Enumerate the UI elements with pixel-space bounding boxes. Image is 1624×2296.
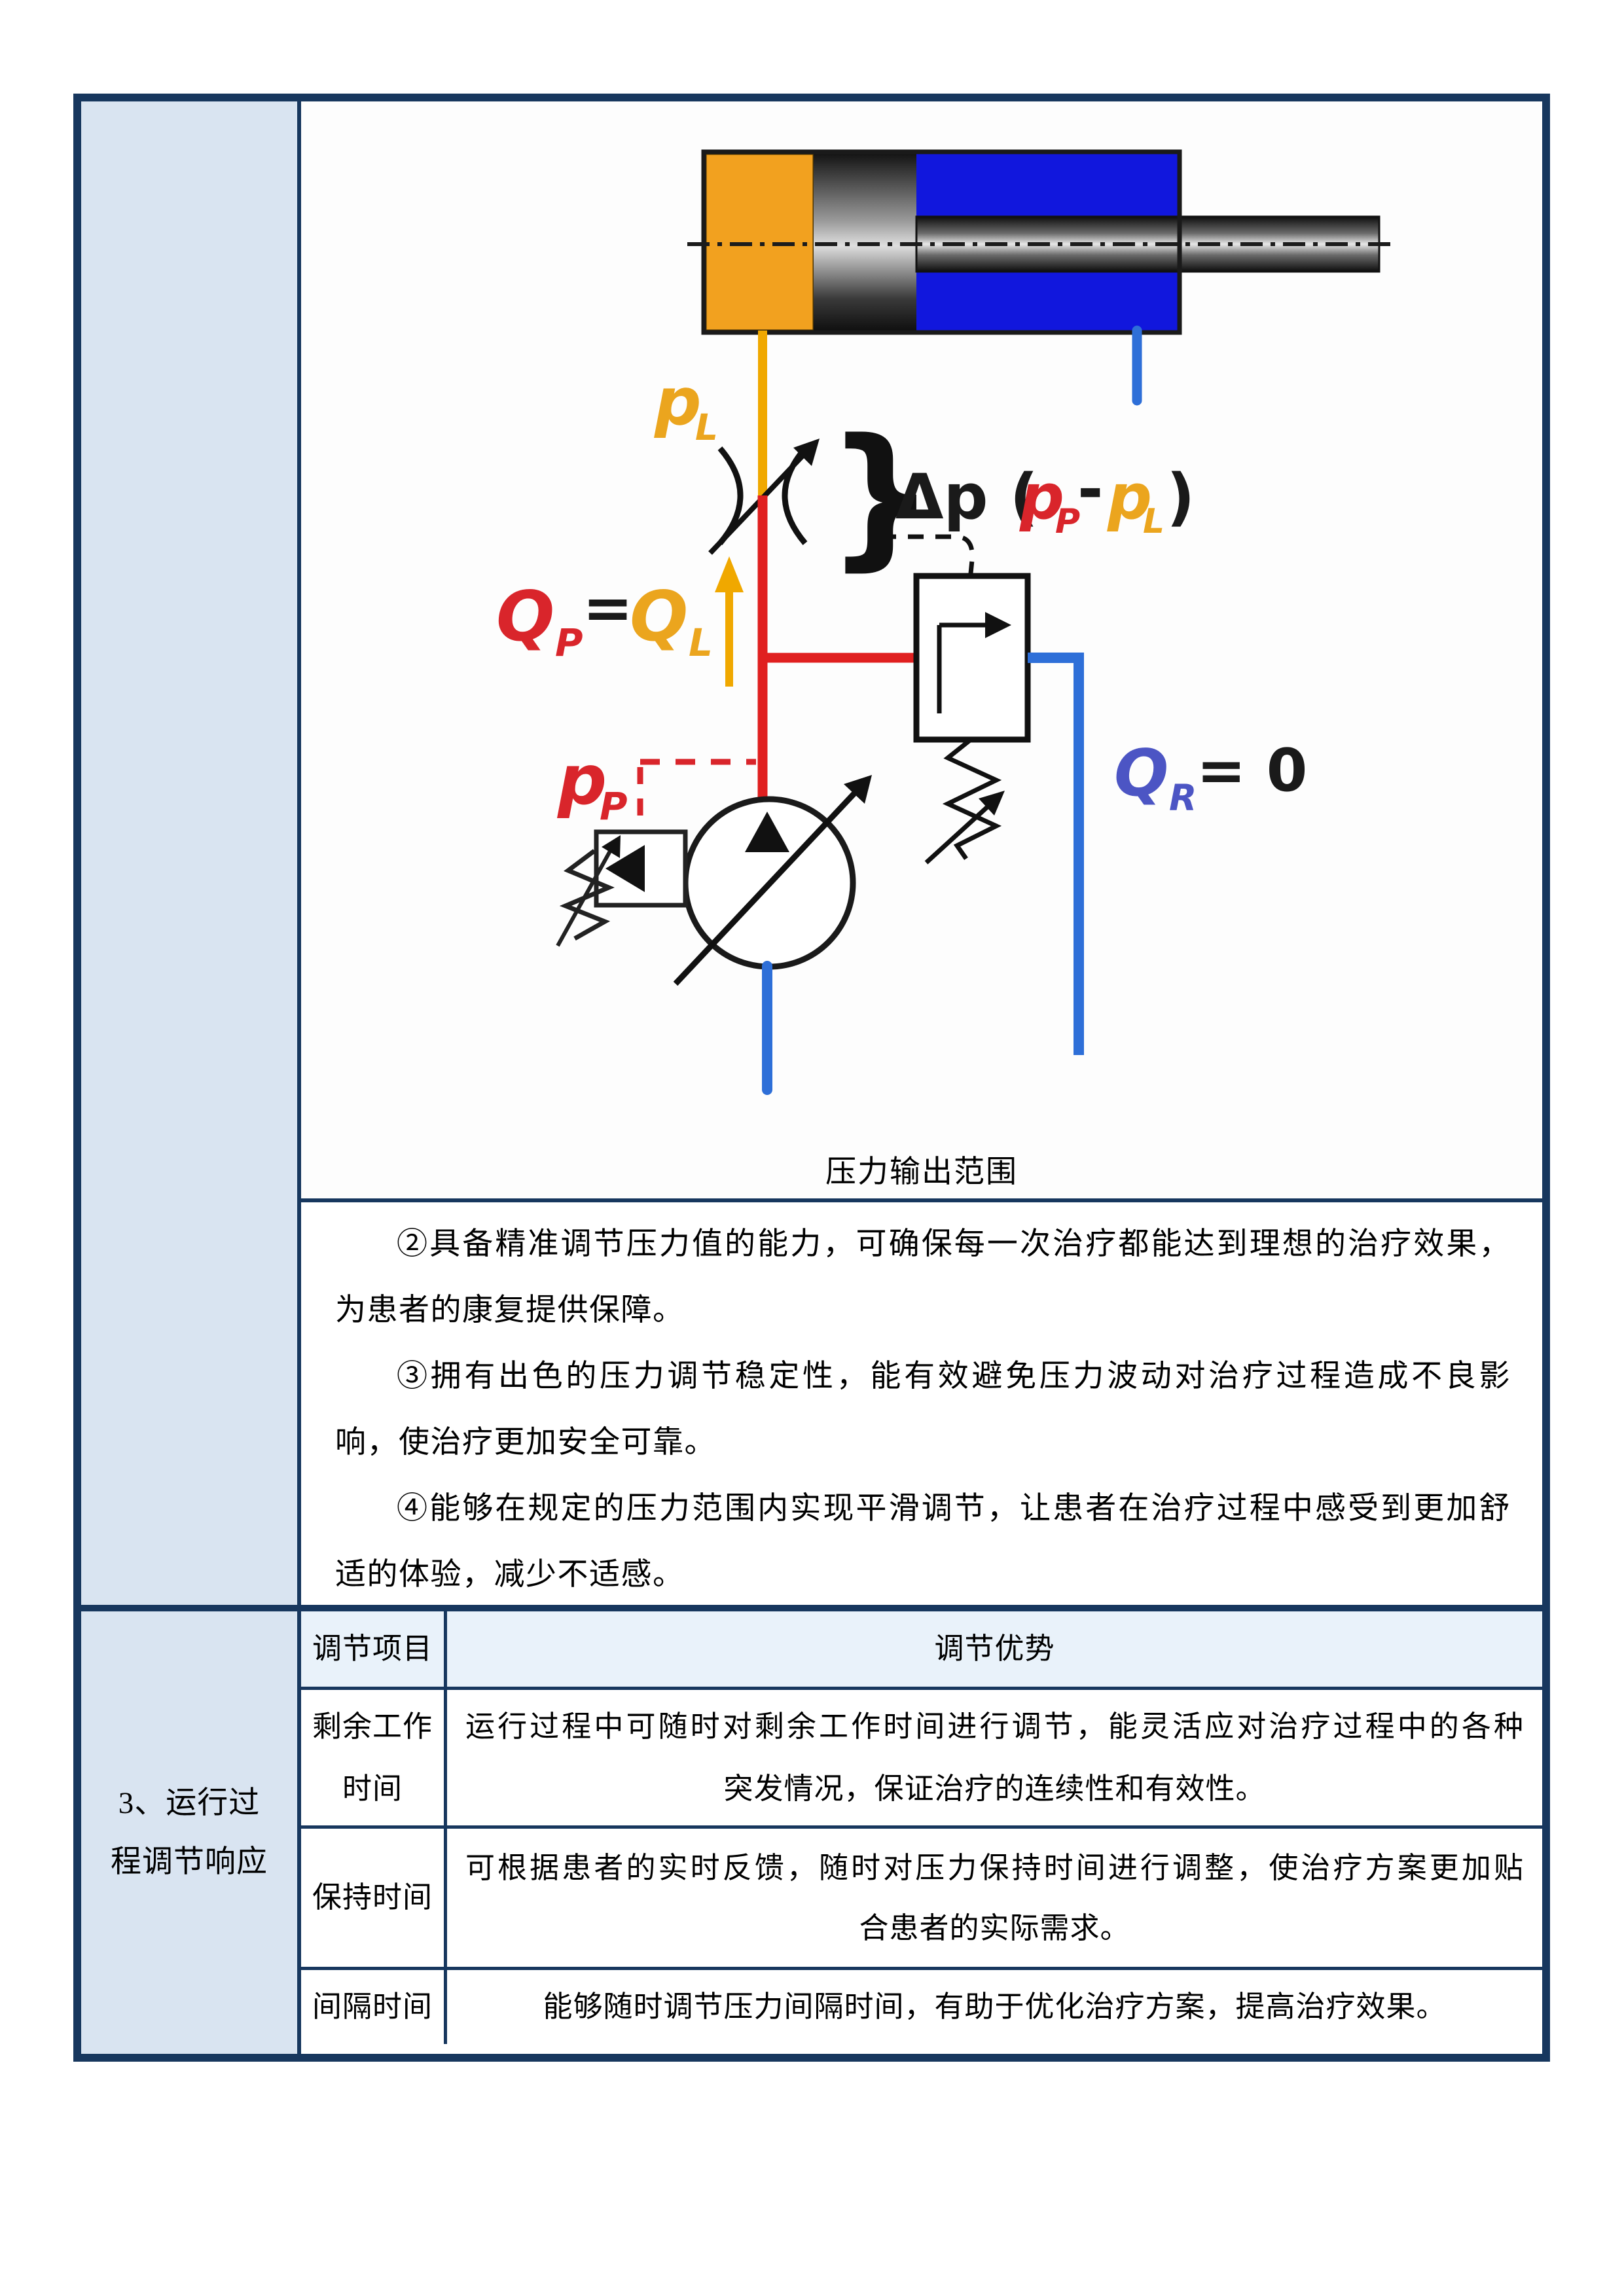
header-advantage-label: 调节优势 <box>934 1632 1055 1665</box>
variable-pump <box>673 775 872 986</box>
table-row-remaining-time: 剩余工作 时间 运行过程中可随时对剩余工作时间进行调节，能灵活应对治疗过程中的各… <box>301 1690 1542 1829</box>
pilot-dashed-line <box>880 534 975 574</box>
formula-pl-sub: L <box>1143 502 1164 541</box>
sidebar-cell-empty <box>81 101 301 1605</box>
formula-dp: Δp ( <box>895 461 1038 533</box>
pump-control-valve <box>556 829 688 947</box>
advantage-cell: 运行过程中可随时对剩余工作时间进行调节，能灵活应对治疗过程中的各种 突发情况，保… <box>447 1690 1542 1825</box>
sidebar-cell-section-3: 3、运行过 程调节响应 <box>81 1611 301 2054</box>
figure-cell: p L Q P = Q L } Δp ( p P - p L ) p P Q R… <box>301 101 1542 1198</box>
row-divider <box>301 1198 1542 1202</box>
cylinder-symbol <box>687 149 1394 335</box>
control-spring-icon <box>559 849 615 941</box>
label-q-return-value: = 0 <box>1197 736 1307 805</box>
figure-caption: 压力输出范围 <box>825 1155 1018 1189</box>
advantage-line: 可根据患者的实时反馈，随时对压力保持时间进行调整，使治疗方案更加贴 <box>465 1851 1524 1884</box>
relief-spring-icon <box>942 738 1002 861</box>
paragraph-line: ③拥有出色的压力调节稳定性，能有效避免压力波动对治疗过程造成不良影 <box>397 1359 1511 1393</box>
header-advantage-cell: 调节优势 <box>447 1611 1542 1687</box>
paragraph-2: ②具备精准调节压力值的能力，可确保每一次治疗都能达到理想的治疗效果， 为患者的康… <box>335 1211 1511 1344</box>
relief-valve <box>880 534 1031 865</box>
advantage-line: 合患者的实际需求。 <box>859 1911 1130 1945</box>
pump-pressure-dashed-line <box>637 759 756 829</box>
return-line <box>1028 653 1084 1055</box>
section-divider <box>81 1605 1542 1611</box>
header-item-cell: 调节项目 <box>301 1611 447 1687</box>
paragraph-4: ④能够在规定的压力范围内实现平滑调节，让患者在治疗过程中感受到更加舒 适的体验，… <box>335 1476 1511 1608</box>
paragraphs-cell: ②具备精准调节压力值的能力，可确保每一次治疗都能达到理想的治疗效果， 为患者的康… <box>301 1202 1542 1605</box>
table-row-interval-time: 间隔时间 能够随时调节压力间隔时间，有助于优化治疗方案，提高治疗效果。 <box>301 1970 1542 2044</box>
section-title-line: 3、运行过 <box>118 1786 261 1820</box>
pump-direction-triangle-icon <box>745 812 789 852</box>
flow-arrow-up <box>715 556 744 687</box>
formula-pp-sub: P <box>1055 502 1080 541</box>
label-equals: = <box>583 573 633 643</box>
paragraph-line: 为患者的康复提供保障。 <box>335 1293 685 1327</box>
label-q-load: Q <box>630 577 688 656</box>
formula-close: ) <box>1166 461 1195 533</box>
label-q-return-sub: R <box>1169 777 1197 819</box>
formula-minus: - <box>1077 454 1103 526</box>
paragraph-line: ④能够在规定的压力范围内实现平滑调节，让患者在治疗过程中感受到更加舒 <box>397 1492 1511 1526</box>
item-cell: 保持时间 <box>301 1829 447 1967</box>
label-q-load-sub: L <box>689 620 713 665</box>
cylinder-orange-chamber <box>704 152 815 332</box>
section-title: 3、运行过 程调节响应 <box>111 1774 268 1892</box>
label-p-load: p <box>654 363 702 440</box>
paragraph-line: 适的体验，减少不适感。 <box>335 1558 685 1592</box>
hydraulic-schematic: p L Q P = Q L } Δp ( p P - p L ) p P Q R… <box>496 149 1394 1095</box>
item-label-line: 保持时间 <box>312 1881 433 1914</box>
label-q-pump: Q <box>496 577 554 656</box>
pump-variable-arrowhead-icon <box>844 775 872 804</box>
item-label-line: 间隔时间 <box>312 1990 433 2023</box>
section-title-line: 程调节响应 <box>111 1845 268 1879</box>
advantage-cell: 能够随时调节压力间隔时间，有助于优化治疗方案，提高治疗效果。 <box>447 1970 1542 2044</box>
label-q-pump-sub: P <box>555 620 583 665</box>
throttle-arrowhead-icon <box>793 439 820 466</box>
paragraph-3: ③拥有出色的压力调节稳定性，能有效避免压力波动对治疗过程造成不良影 响，使治疗更… <box>335 1344 1511 1476</box>
label-p-pump: p <box>556 740 607 820</box>
control-spring-arrowhead-icon <box>602 835 621 858</box>
document-table: p L Q P = Q L } Δp ( p P - p L ) p P Q R… <box>73 94 1550 2062</box>
advantage-line: 突发情况，保证治疗的连续性和有效性。 <box>723 1772 1266 1805</box>
advantage-line: 能够随时调节压力间隔时间，有助于优化治疗方案，提高治疗效果。 <box>543 1990 1447 2023</box>
advantage-cell: 可根据患者的实时反馈，随时对压力保持时间进行调整，使治疗方案更加贴 合患者的实际… <box>447 1829 1542 1967</box>
item-label-line: 时间 <box>342 1772 403 1805</box>
paragraph-line: 响，使治疗更加安全可靠。 <box>335 1426 716 1460</box>
formula-pl: p <box>1107 461 1152 533</box>
table-header-row: 调节项目 调节优势 <box>301 1611 1542 1690</box>
relief-valve-arrow-icon <box>985 612 1011 638</box>
control-triangle-icon <box>605 845 645 892</box>
table-row-hold-time: 保持时间 可根据患者的实时反馈，随时对压力保持时间进行调整，使治疗方案更加贴 合… <box>301 1829 1542 1970</box>
item-cell: 剩余工作 时间 <box>301 1690 447 1825</box>
adjustment-table: 调节项目 调节优势 剩余工作 时间 运行过程中可随时对剩余工作时间进行调节，能灵… <box>301 1611 1542 2054</box>
advantage-line: 运行过程中可随时对剩余工作时间进行调节，能灵活应对治疗过程中的各种 <box>465 1710 1524 1743</box>
header-item-label: 调节项目 <box>312 1632 433 1665</box>
adjustment-section: 3、运行过 程调节响应 调节项目 调节优势 剩余工作 时间 <box>81 1611 1542 2054</box>
item-label-line: 剩余工作 <box>312 1710 433 1743</box>
label-p-pump-sub: P <box>600 784 628 829</box>
brace-icon: } <box>826 406 935 585</box>
item-cell: 间隔时间 <box>301 1970 447 2044</box>
label-p-load-sub: L <box>695 406 718 448</box>
formula-pp: p <box>1019 461 1064 533</box>
spring-adjust-arrowhead-icon <box>979 791 1005 816</box>
paragraph-line: ②具备精准调节压力值的能力，可确保每一次治疗都能达到理想的治疗效果， <box>397 1227 1511 1261</box>
label-q-return: Q <box>1114 736 1168 811</box>
